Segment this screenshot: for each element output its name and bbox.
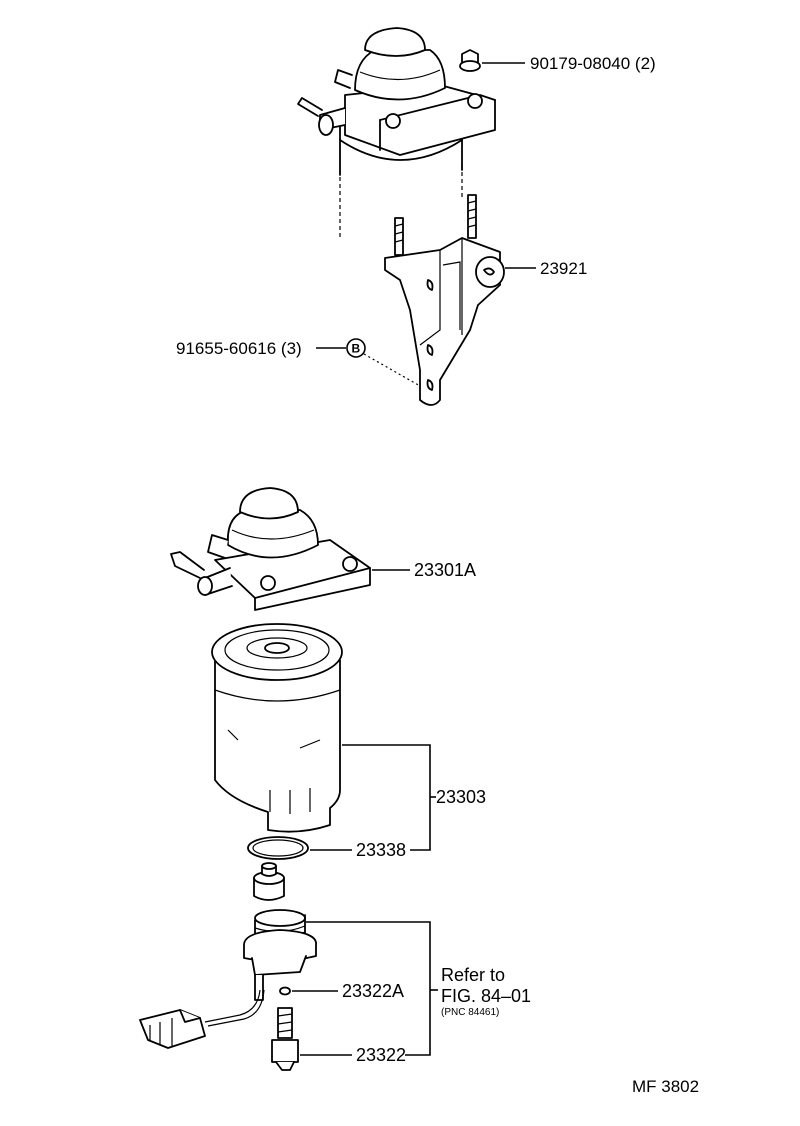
connector-icon: [139, 989, 265, 1049]
seal-icon: [279, 986, 338, 996]
reference-line1: Refer to: [441, 965, 505, 985]
label-90179-08040: 90179-08040 (2): [530, 54, 656, 73]
figure-code: MF 3802: [632, 1077, 699, 1096]
label-23338: 23338: [356, 840, 406, 860]
label-23322: 23322: [356, 1045, 406, 1065]
filter-element-icon: [211, 623, 436, 851]
svg-text:B: B: [352, 342, 361, 356]
reference-line3: (PNC 84461): [441, 1007, 499, 1018]
label-23921: 23921: [540, 259, 587, 278]
reference-line2: FIG. 84–01: [441, 986, 531, 1006]
bolt-icon: [459, 49, 525, 72]
label-23322a: 23322A: [342, 981, 404, 1001]
bracket-icon: [384, 194, 536, 406]
top-filter-assembly: [297, 27, 496, 240]
sensor-icon: [271, 1007, 352, 1071]
circled-b-icon: B: [346, 338, 366, 358]
float-icon: [253, 862, 285, 901]
label-23301a: 23301A: [414, 560, 476, 580]
filter-head-icon: [170, 487, 410, 611]
drain-plug-icon: [243, 909, 431, 1056]
label-23303: 23303: [436, 787, 486, 807]
o-ring-icon: [247, 836, 352, 860]
label-91655-60616: 91655-60616 (3): [176, 339, 302, 358]
